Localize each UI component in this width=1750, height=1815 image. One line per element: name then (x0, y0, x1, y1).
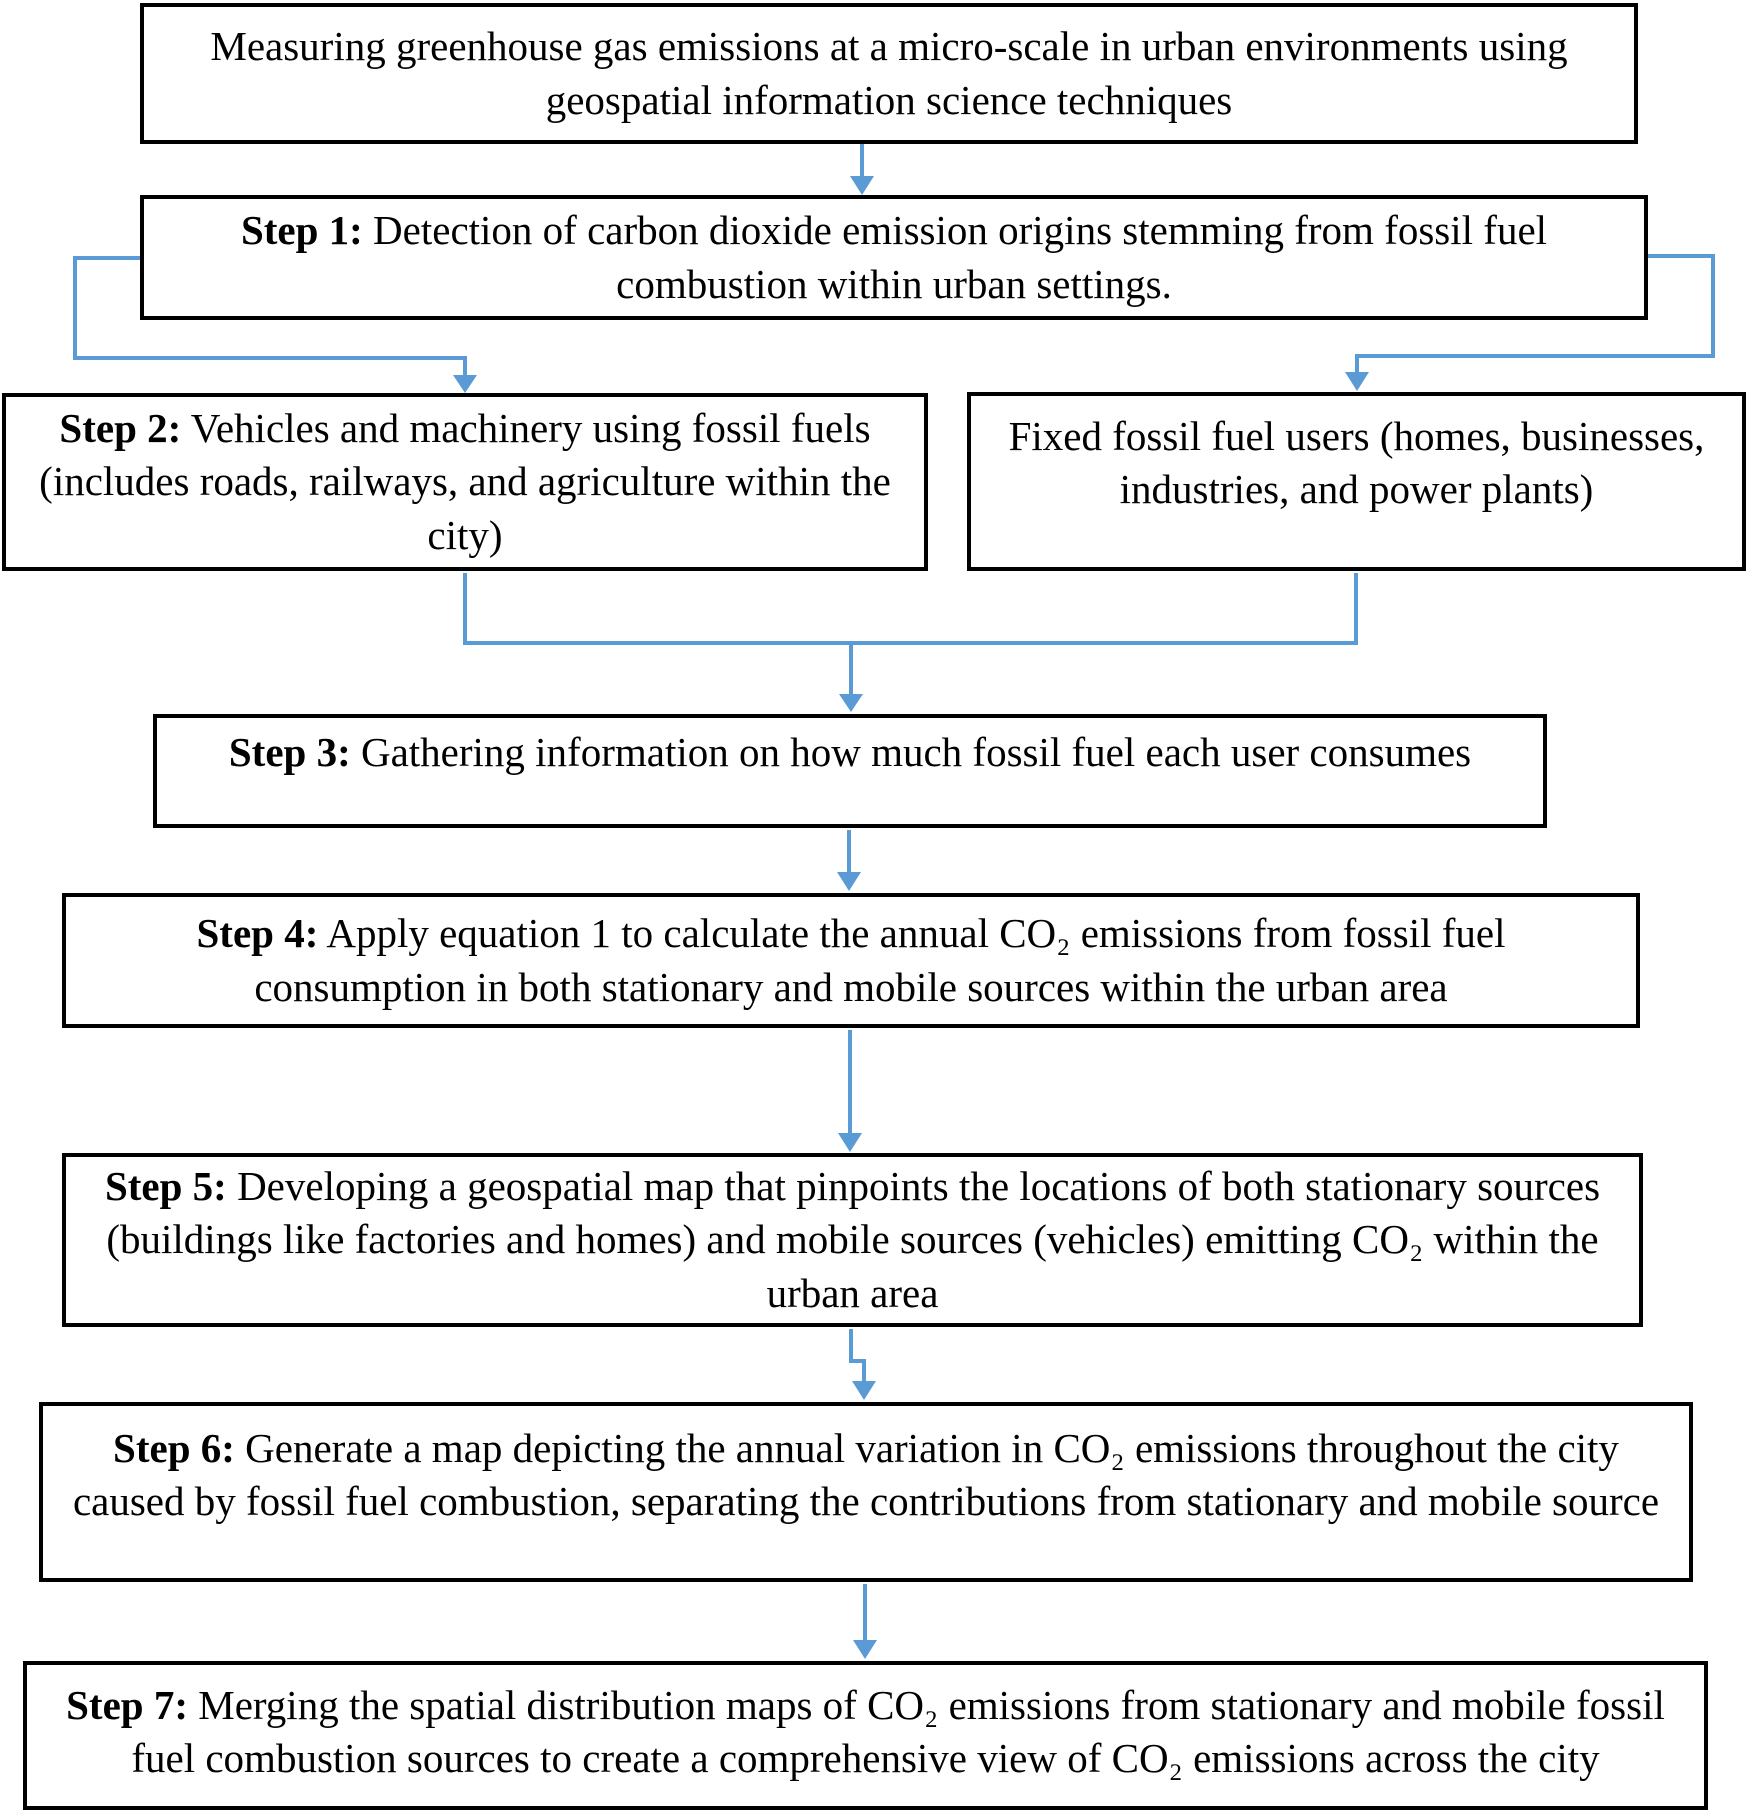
step2-text: Step 2: Vehicles and machinery using fos… (20, 402, 910, 562)
fixed-users-text: Fixed fossil fuel users (homes, business… (991, 410, 1722, 517)
box-text: Detection of carbon dioxide emission ori… (362, 207, 1548, 307)
step-label: Step 7: (66, 1682, 188, 1728)
step-label: Step 2: (59, 405, 182, 452)
box-text: Gathering information on how much fossil… (350, 729, 1472, 775)
connector-step4-to-step5 (838, 1030, 862, 1152)
title-box: Measuring greenhouse gas emissions at a … (140, 3, 1638, 144)
connector-step5-to-step6 (849, 1329, 876, 1400)
step5-box: Step 5: Developing a geospatial map that… (62, 1153, 1643, 1327)
step7-box: Step 7: Merging the spatial distribution… (23, 1661, 1708, 1810)
down-arrowhead-icon (852, 1381, 876, 1400)
step6-box: Step 6: Generate a map depicting the ann… (39, 1402, 1693, 1582)
step7-text: Step 7: Merging the spatial distribution… (57, 1679, 1674, 1786)
step-label: Step 5: (104, 1163, 227, 1210)
step4-box: Step 4: Apply equation 1 to calculate th… (62, 893, 1640, 1028)
step-label: Step 1: (240, 207, 363, 254)
down-arrowhead-icon (1345, 372, 1369, 391)
step4-text: Step 4: Apply equation 1 to calculate th… (86, 907, 1616, 1014)
connector-step2-and-fixed-users-merge (463, 573, 1358, 712)
down-arrowhead-icon (850, 176, 874, 195)
down-arrowhead-icon (838, 1133, 862, 1152)
step3-box: Step 3: Gathering information on how muc… (153, 714, 1547, 828)
fixed-users-box: Fixed fossil fuel users (homes, business… (967, 392, 1746, 571)
step-label: Step 4: (196, 910, 319, 957)
down-arrowhead-icon (453, 375, 477, 393)
connector-title-to-step1 (850, 144, 874, 195)
box-text: Measuring greenhouse gas emissions at a … (210, 23, 1568, 123)
down-arrowhead-icon (853, 1640, 877, 1659)
step1-text: Step 1: Detection of carbon dioxide emis… (174, 204, 1614, 311)
connector-step6-to-step7 (853, 1584, 877, 1659)
box-text: Fixed fossil fuel users (homes, business… (1008, 413, 1705, 513)
box-text: Developing a geospatial map that pinpoin… (106, 1163, 1601, 1316)
down-arrowhead-icon (839, 694, 863, 712)
box-text: Vehicles and machinery using fossil fuel… (39, 405, 891, 558)
step3-text: Step 3: Gathering information on how muc… (229, 726, 1471, 779)
step1-box: Step 1: Detection of carbon dioxide emis… (140, 195, 1648, 320)
step-label: Step 6: (113, 1425, 235, 1471)
box-text: Generate a map depicting the annual vari… (72, 1425, 1660, 1525)
step6-text: Step 6: Generate a map depicting the ann… (53, 1422, 1679, 1529)
step5-text: Step 5: Developing a geospatial map that… (81, 1160, 1624, 1320)
step2-box: Step 2: Vehicles and machinery using fos… (2, 393, 928, 571)
down-arrowhead-icon (837, 872, 861, 891)
box-text: Apply equation 1 to calculate the annual… (254, 910, 1506, 1010)
title-text: Measuring greenhouse gas emissions at a … (174, 20, 1604, 127)
box-text: Merging the spatial distribution maps of… (131, 1682, 1665, 1782)
step-label: Step 3: (228, 729, 351, 775)
connector-step3-to-step4 (837, 830, 861, 891)
